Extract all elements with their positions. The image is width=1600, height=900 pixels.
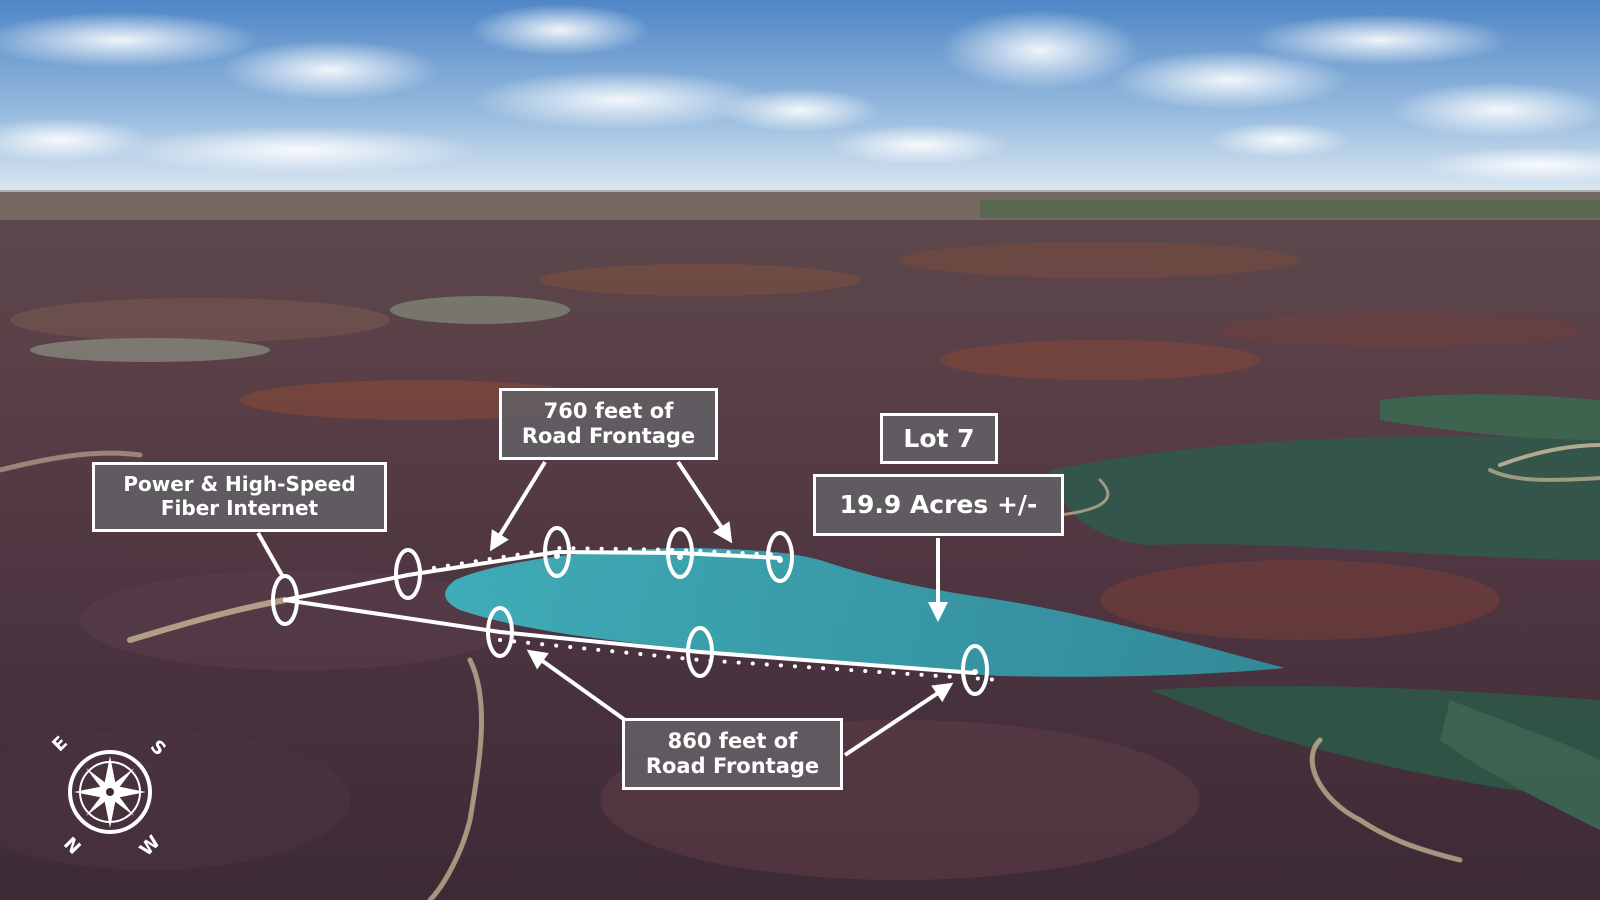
marker-north-4 — [766, 531, 794, 583]
frontage-760-line-2: Road Frontage — [521, 424, 696, 448]
acreage-callout: 19.9 Acres +/- — [813, 474, 1064, 536]
power-fiber-line-1: Power & High-Speed — [123, 472, 356, 497]
marker-north-2 — [543, 526, 571, 578]
forest-areas — [1050, 394, 1600, 830]
acreage-label: 19.9 Acres +/- — [839, 490, 1038, 520]
marker-dots — [554, 553, 978, 675]
frontage-860-callout: 860 feet of Road Frontage — [622, 718, 843, 790]
power-fiber-callout: Power & High-Speed Fiber Internet — [92, 462, 387, 532]
clouds — [0, 4, 1600, 183]
frontage-760-line-1: 760 feet of — [543, 399, 674, 424]
lot-parcel-area — [445, 548, 1285, 677]
roads — [0, 443, 1600, 900]
marker-south-2 — [686, 626, 714, 678]
callout-arrows — [256, 460, 954, 757]
frontage-860-line-2: Road Frontage — [645, 754, 820, 778]
frontage-760-callout: 760 feet of Road Frontage — [499, 388, 718, 460]
marker-north-3 — [666, 527, 694, 579]
boundary-markers — [271, 526, 989, 696]
marker-north-1 — [394, 548, 422, 600]
frontage-860-line-1: 860 feet of — [667, 729, 798, 754]
marker-power — [271, 574, 299, 626]
power-fiber-line-2: Fiber Internet — [160, 496, 319, 520]
lot-number-callout: Lot 7 — [880, 413, 998, 464]
frontage-lines — [283, 545, 1002, 682]
lot-number-label: Lot 7 — [903, 423, 975, 453]
marker-south-3 — [961, 644, 989, 696]
marker-south-1 — [486, 606, 514, 658]
